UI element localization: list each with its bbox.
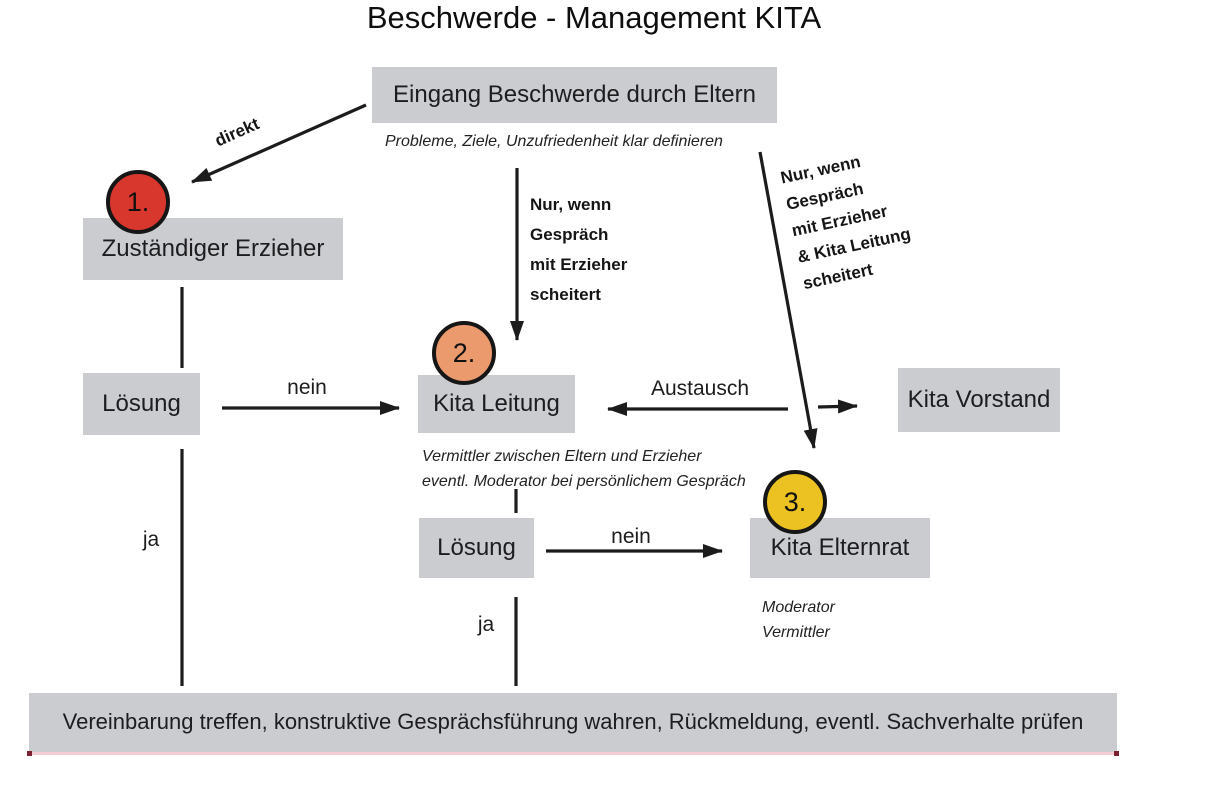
edge-label-cond-leitung: Nur, wenn Gespräch mit Erzieher scheiter… <box>530 190 627 310</box>
arrow-austausch-right <box>817 399 858 414</box>
cond-leitung-line4: scheitert <box>530 285 601 304</box>
note-eingang: Probleme, Ziele, Unzufriedenheit klar de… <box>385 133 723 150</box>
node-eingang-beschwerde: Eingang Beschwerde durch Eltern <box>372 67 777 123</box>
step-badge-1: 1. <box>106 170 170 234</box>
arrow-eingang-to-elternrat <box>758 151 818 449</box>
edge-label-nein-1: nein <box>287 376 327 399</box>
note-kita-leitung: Vermittler zwischen Eltern und Erzieher … <box>422 444 746 494</box>
ergebnis-underline <box>29 752 1117 755</box>
node-loesung-1: Lösung <box>83 373 200 435</box>
step-badge-3: 3. <box>763 470 827 534</box>
cond-leitung-line2: Gespräch <box>530 225 609 244</box>
note-kita-leitung-line1: Vermittler zwischen Eltern und Erzieher <box>422 448 702 465</box>
underline-dot-left <box>27 751 32 756</box>
note-kita-elternrat-line1: Moderator <box>762 599 835 616</box>
node-kita-leitung: Kita Leitung <box>418 375 575 433</box>
page-title: Beschwerde - Management KITA <box>366 0 822 35</box>
node-kita-vorstand: Kita Vorstand <box>898 368 1060 432</box>
underline-dot-right <box>1114 751 1119 756</box>
node-kita-elternrat: Kita Elternrat <box>750 518 930 578</box>
cond-leitung-line3: mit Erzieher <box>530 255 628 274</box>
note-kita-leitung-line2: eventl. Moderator bei persönlichem Gespr… <box>422 473 746 490</box>
edge-label-ja-2: ja <box>477 613 495 636</box>
edge-label-austausch: Austausch <box>650 377 750 400</box>
arrow-direkt <box>191 103 367 184</box>
cond-leitung-line1: Nur, wenn <box>530 195 612 214</box>
node-ergebnis: Vereinbarung treffen, konstruktive Gespr… <box>29 693 1117 752</box>
edge-label-nein-2: nein <box>611 525 651 548</box>
note-kita-elternrat-line2: Vermittler <box>762 624 830 641</box>
node-loesung-2: Lösung <box>419 518 534 578</box>
step-badge-2: 2. <box>432 321 496 385</box>
note-kita-elternrat: Moderator Vermittler <box>762 595 835 645</box>
edge-label-ja-1: ja <box>142 528 160 551</box>
